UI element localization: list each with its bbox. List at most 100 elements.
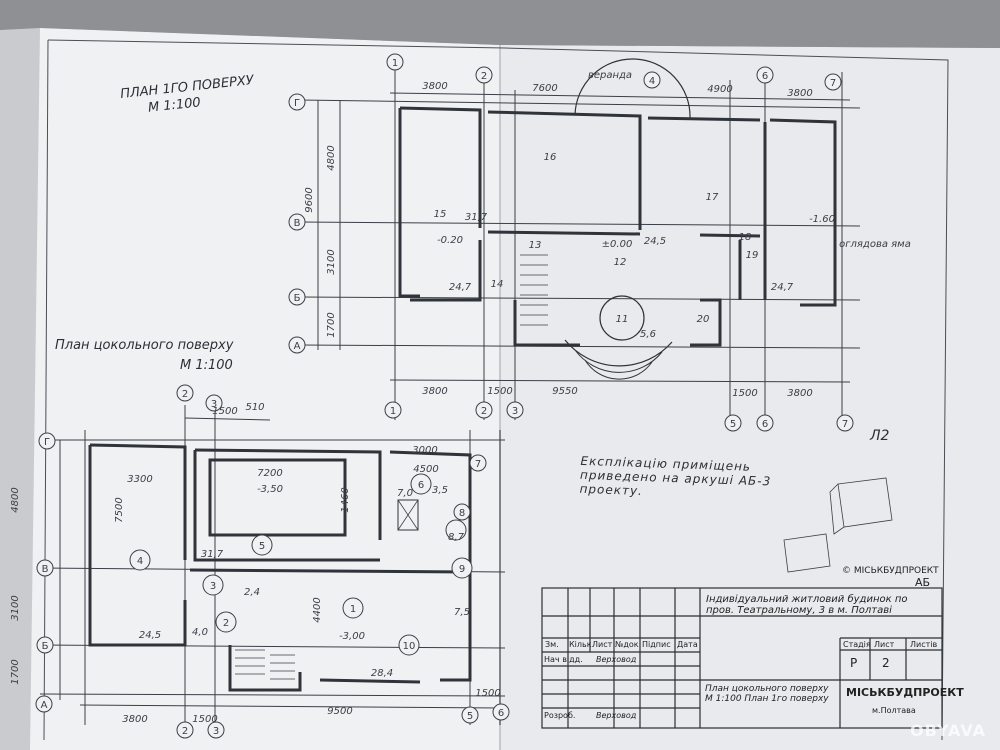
plan1-axis-a: А: [294, 341, 301, 352]
plan2-axis-6b: 6: [498, 708, 504, 719]
plan1-dim-top-4: 3800: [787, 88, 812, 99]
plan1-axis-6: 6: [762, 71, 768, 82]
plan1-area-4: 24,7: [771, 282, 794, 293]
plan1-axis-5b: 5: [730, 419, 736, 430]
plan1-pit-label: оглядова яма: [839, 239, 911, 250]
plan2-dim-left-4: 1700: [10, 659, 21, 684]
plan1-dim-left-3: 1700: [326, 312, 337, 337]
plan2-area-7: 3,5: [432, 485, 448, 496]
plan1-room-11: 11: [616, 314, 629, 325]
tb-name-2: Верховод: [596, 711, 637, 720]
title-block-code: АБ: [915, 576, 931, 589]
plan2-room-1: 1: [350, 604, 356, 615]
plan2-room-6: 6: [418, 480, 424, 491]
plan2-dim-bot-2: 1500: [192, 714, 217, 725]
plan1-dim-bot-4: 1500: [732, 388, 757, 399]
plan1-room-20: 20: [697, 314, 710, 325]
plan2-dim-bot-1: 3800: [122, 714, 147, 725]
plan1-axis-7: 7: [830, 78, 836, 89]
plan2-axis-3b: 3: [213, 726, 219, 737]
plan2-dim-left-2: 7500: [114, 497, 125, 522]
plan1-axis-6b: 6: [762, 419, 768, 430]
tb-sheet-h: Лист: [874, 640, 895, 649]
plan2-room-5: 5: [259, 541, 265, 552]
plan1-axis-2b: 2: [481, 406, 487, 417]
plan2-dim-in-6: 4400: [312, 597, 323, 622]
plan2-area-8: 7,0: [397, 488, 413, 499]
tb-sheets-h: Листів: [910, 640, 938, 649]
plan1-verandah: веранда: [588, 70, 632, 81]
plan2-axis-g: Г: [44, 437, 50, 448]
plan1-area-1: 31,7: [465, 212, 488, 223]
plan2-axis-b: Б: [42, 641, 49, 652]
plan1-axis-2: 2: [481, 71, 487, 82]
plan1-level-3: -1.60: [809, 214, 835, 225]
plan1-dim-top-2: 7600: [532, 83, 557, 94]
copyright-stamp: © МІСЬКБУДПРОЕКТ: [842, 566, 939, 576]
plan1-room-16: 16: [544, 152, 557, 163]
plan2-dim-in-1: 7200: [257, 468, 282, 479]
plan2-area-9: 2,4: [244, 587, 260, 598]
plan1-area-5: 5,6: [640, 329, 656, 340]
plan2-level-1: -3,50: [257, 484, 283, 495]
tb-city: м.Полтава: [872, 706, 916, 715]
plan2-axis-2b: 2: [182, 726, 188, 737]
plan2-title: План цокольного поверху: [55, 338, 234, 353]
plan1-dim-left-2: 3100: [326, 249, 337, 274]
plan1-area-2: 24,5: [644, 236, 666, 247]
plan2-area-4: 28,4: [371, 668, 393, 679]
plan2-scale: М 1:100: [180, 358, 233, 373]
plan1-dim-bot-3: 9550: [552, 386, 577, 397]
plan1-dim-top-3: 4900: [707, 84, 732, 95]
plan1-room-12: 12: [614, 257, 627, 268]
plan2-axis-v: В: [42, 564, 49, 575]
plan2-area-6: 4,0: [192, 627, 208, 638]
plan2-dim-in-2: 4500: [413, 464, 438, 475]
tb-stage-h: Стадія: [843, 640, 871, 649]
plan1-dim-bot-5: 3800: [787, 388, 812, 399]
plan2-dim-in-3: 3300: [127, 474, 152, 485]
plan1-dim-top-1: 3800: [422, 81, 447, 92]
plan2-area-3: 8,7: [448, 532, 465, 543]
plan2-area-1: 31,7: [201, 549, 224, 560]
plan1-axis-v: В: [294, 218, 301, 229]
plan1-dim-bot-2: 1500: [487, 386, 512, 397]
plan2-axis-2: 2: [182, 389, 188, 400]
tb-h-data: Дата: [677, 640, 698, 649]
plan1-axis-b: Б: [294, 293, 301, 304]
plan2-axis-a: А: [41, 700, 48, 711]
plan1-dim-left-total: 9600: [304, 187, 315, 212]
plan2-dim-top-1: 1500: [212, 406, 237, 417]
plan2-dim-bot-4: 1500: [475, 688, 500, 699]
plan2-dim-left-1: 4800: [10, 487, 21, 512]
plan2-dim-top-2: 510: [245, 402, 264, 413]
tb-role-1: Нач відд.: [544, 655, 583, 664]
plan2-room-7: 7: [475, 459, 481, 470]
plan2-room-9: 9: [459, 564, 465, 575]
page-mark: Л2: [870, 428, 890, 444]
title-block-project: Індивідуальний житловий будинок по пров.…: [706, 594, 908, 616]
plan1-room-19: 19: [746, 250, 759, 261]
plan1-axis-g: Г: [294, 98, 300, 109]
tb-company: МІСЬКБУДПРОЕКТ: [846, 686, 964, 699]
plan1-room-13: 13: [529, 240, 542, 251]
tb-stage: Р: [850, 656, 858, 670]
plan1-axis-4: 4: [649, 76, 655, 87]
plan2-room-4: 4: [137, 556, 143, 567]
tb-sheet: 2: [882, 656, 890, 670]
tb-drawing-title: План цокольного поверху М 1:100 План 1го…: [705, 684, 829, 704]
plan2-area-2: 24,5: [139, 630, 161, 641]
plan2-dim-left-3: 3100: [10, 595, 21, 620]
plan1-dim-bot-1: 3800: [422, 386, 447, 397]
watermark-logo: OBYAVA: [910, 721, 986, 740]
plan2-room-3: 3: [210, 581, 216, 592]
tb-h-zm: Зм.: [545, 640, 559, 649]
plan1-room-15: 15: [434, 209, 447, 220]
tb-role-2: Розроб.: [544, 711, 576, 720]
plan2-dim-bot-3: 9500: [327, 706, 352, 717]
plan2-axis-3: 3: [211, 399, 217, 410]
plan1-level-2: ±0.00: [602, 239, 633, 250]
plan1-dim-left-1: 4800: [326, 145, 337, 170]
